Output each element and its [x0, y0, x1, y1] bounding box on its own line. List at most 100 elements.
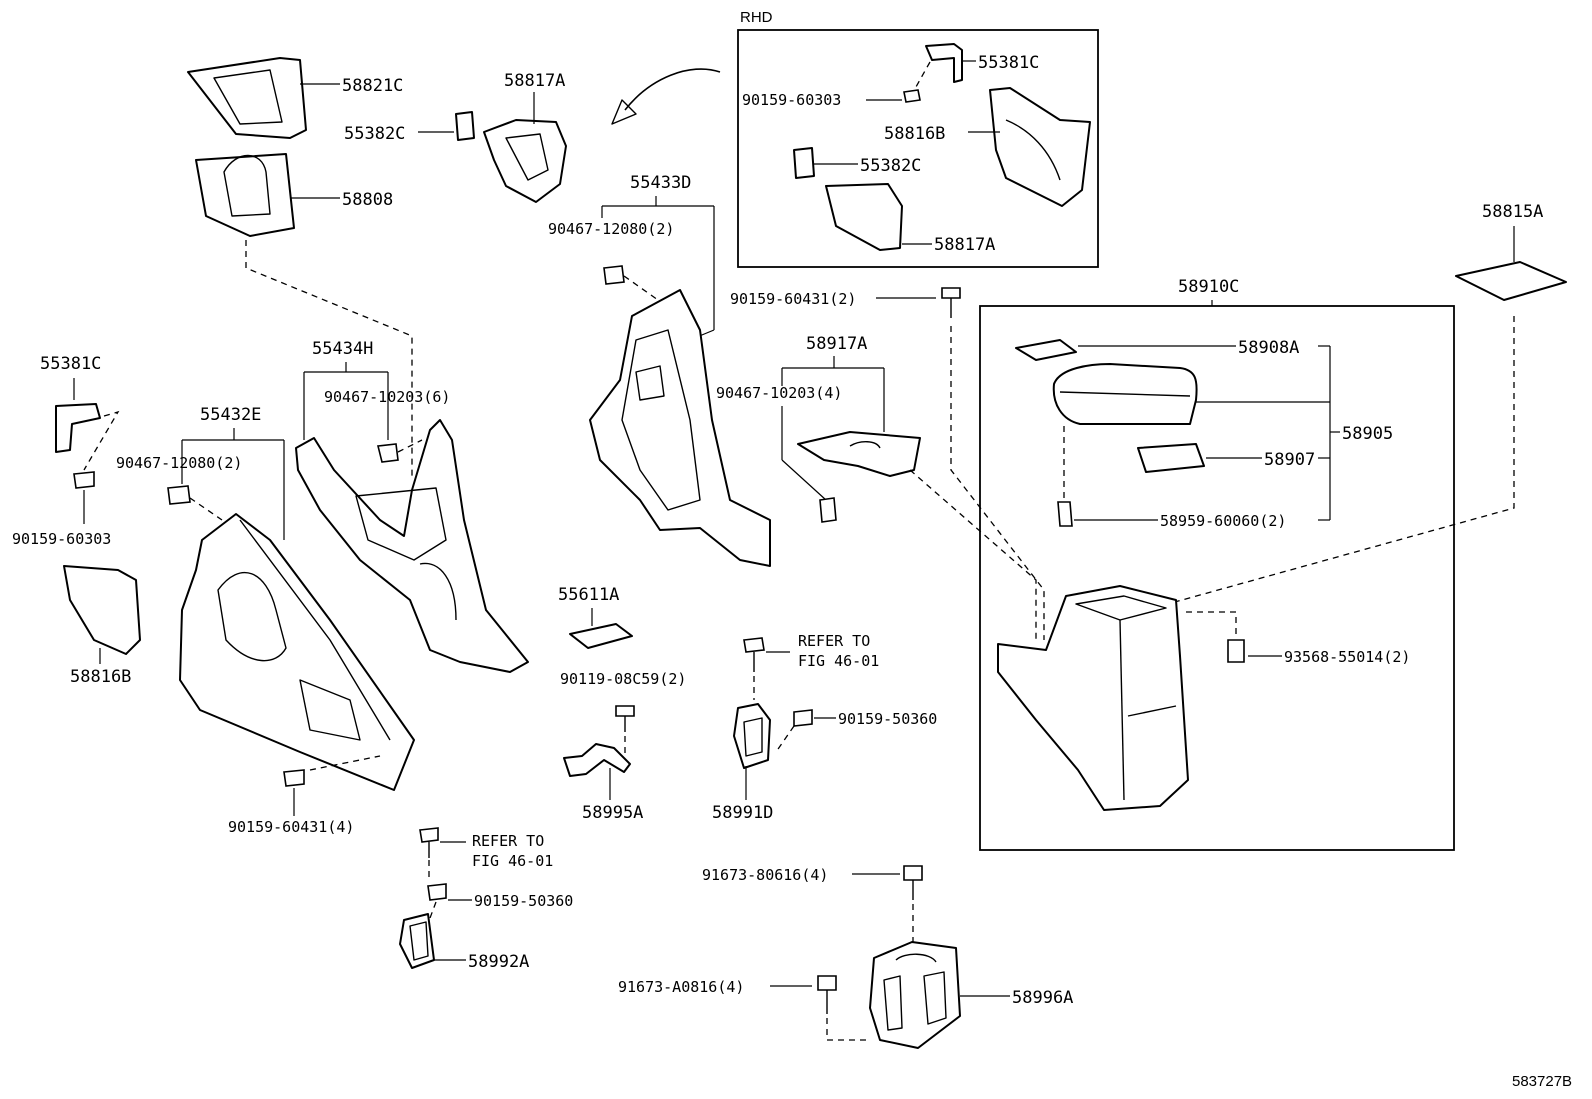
label-90467-10203-4: 90467-10203(4) [716, 384, 842, 402]
side-panel-55432e-group: 55432E 90467-12080(2) 90159-60431(4) [116, 405, 415, 836]
refer-note-line1-mid: REFER TO [798, 632, 870, 650]
shift-bezel-group: 58821C 58808 [187, 57, 413, 480]
rhd-bracket-58817a [825, 183, 903, 251]
label-55382c-rhd: 55382C [860, 156, 921, 176]
clip-icon [819, 497, 837, 523]
console-body [997, 585, 1189, 811]
label-58917a: 58917A [806, 334, 867, 354]
cover-55611a-group: 55611A 90119-08C59(2) 58995A [558, 585, 686, 823]
clip-icon [603, 265, 625, 285]
rhd-box-title: RHD [740, 9, 773, 26]
mat-58815a [1455, 261, 1567, 301]
label-90159-60431-2: 90159-60431(2) [730, 290, 856, 308]
side-panel-55433d-group: 55433D 90467-12080(2) [548, 173, 771, 567]
rhd-inset: RHD 55381C 90159-60303 58816B 55382C 588… [611, 9, 1099, 268]
shift-bracket-group: 55382C 58817A [344, 71, 567, 203]
screw-icon [1057, 501, 1073, 527]
refer-note-line2-mid: FIG 46-01 [798, 652, 879, 670]
clip-icon [167, 485, 191, 505]
screw-icon [283, 769, 305, 787]
clip-55381c-left [55, 403, 101, 453]
label-90119-08c59-2: 90119-08C59(2) [560, 670, 686, 688]
label-55381c-rhd: 55381C [978, 53, 1039, 73]
bracket-58992a [399, 913, 435, 969]
label-55381c-left: 55381C [40, 354, 101, 374]
label-58808: 58808 [342, 190, 393, 210]
brace-58996a [869, 941, 961, 1049]
label-90467-12080-2-top: 90467-12080(2) [548, 220, 674, 238]
label-58816b-rhd: 58816B [884, 124, 945, 144]
label-58995a: 58995A [582, 803, 643, 823]
bracket-58917a-group: 58917A 90467-10203(4) [716, 334, 1037, 640]
label-90159-50360-bot: 90159-50360 [474, 892, 573, 910]
rhd-screw-icon [903, 89, 921, 103]
label-58991d: 58991D [712, 803, 773, 823]
center-panel-55434h-group: 55434H 90467-10203(6) [295, 339, 529, 673]
screw-icon [743, 637, 765, 653]
label-55433d: 55433D [630, 173, 691, 193]
screw-icon [615, 705, 635, 717]
label-58816b-left: 58816B [70, 667, 131, 687]
diagram-code: 583727B [1512, 1073, 1572, 1090]
cover-55611a [569, 623, 633, 649]
screw-icon [73, 471, 95, 489]
label-93568-55014-2: 93568-55014(2) [1284, 648, 1410, 666]
label-90467-10203-6: 90467-10203(6) [324, 388, 450, 406]
screw-90159-60431-2-group: 90159-60431(2) [730, 287, 1045, 640]
label-58907: 58907 [1264, 450, 1315, 470]
label-58910c: 58910C [1178, 277, 1239, 297]
left-clip-group: 55381C 90159-60303 58816B [12, 354, 141, 687]
label-58905: 58905 [1342, 424, 1393, 444]
rhd-box-frame [737, 29, 1099, 268]
label-90159-50360-mid: 90159-50360 [838, 710, 937, 728]
label-91673-80616-4: 91673-80616(4) [702, 866, 828, 884]
rhd-arrow-head [611, 99, 637, 125]
mat-58815a-group: 58815A [1145, 202, 1567, 611]
label-58821c: 58821C [342, 76, 403, 96]
label-90159-60303-rhd: 90159-60303 [742, 91, 841, 109]
panel-58816b-left [63, 565, 141, 655]
bolt-icon [903, 865, 923, 881]
rhd-panel-58816b [989, 87, 1091, 207]
hinge-58908a [1015, 339, 1077, 361]
bezel-58821c [187, 57, 307, 139]
bracket-58817a-top [483, 119, 567, 203]
bracket-58991d [733, 703, 771, 769]
screw-icon [1227, 639, 1245, 663]
rhd-clip-55381c [925, 43, 963, 83]
label-58908a: 58908A [1238, 338, 1299, 358]
bracket-58992a-group: REFER TO FIG 46-01 90159-50360 58992A [399, 827, 573, 972]
screw-icon [793, 709, 813, 727]
label-90159-60303-left: 90159-60303 [12, 530, 111, 548]
boot-58808 [195, 153, 295, 237]
label-90467-12080-2-left: 90467-12080(2) [116, 454, 242, 472]
console-box-58910c-group: 58910C 58908A 58905 58907 58959-60060(2) [979, 277, 1455, 851]
panel-55434h [295, 419, 529, 673]
label-55611a: 55611A [558, 585, 619, 605]
label-90159-60431-4: 90159-60431(4) [228, 818, 354, 836]
refer-note-line2-bottom: FIG 46-01 [472, 852, 553, 870]
label-58959-60060-2: 58959-60060(2) [1160, 512, 1286, 530]
bracket-58917a [797, 431, 921, 477]
label-91673-a0816-4: 91673-A0816(4) [618, 978, 744, 996]
clip-icon [377, 443, 399, 463]
bracket-58991d-group: REFER TO FIG 46-01 90159-50360 58991D [712, 632, 937, 823]
bracket-58995a [563, 743, 631, 777]
screw-icon [941, 287, 961, 299]
label-55382c-left: 55382C [344, 124, 405, 144]
panel-55433d [589, 289, 771, 567]
label-58817a-top: 58817A [504, 71, 565, 91]
label-58996a: 58996A [1012, 988, 1073, 1008]
clip-55382c-left [455, 111, 475, 141]
label-55432e: 55432E [200, 405, 261, 425]
screw-icon [427, 883, 447, 901]
label-58817a-rhd: 58817A [934, 235, 995, 255]
label-58815a: 58815A [1482, 202, 1543, 222]
label-58992a: 58992A [468, 952, 529, 972]
rhd-arrow [624, 68, 721, 111]
rhd-clip-55382c [793, 147, 815, 179]
brace-58996a-group: 91673-80616(4) 91673-A0816(4) 58996A [618, 865, 1073, 1049]
tray-58907 [1137, 443, 1205, 473]
